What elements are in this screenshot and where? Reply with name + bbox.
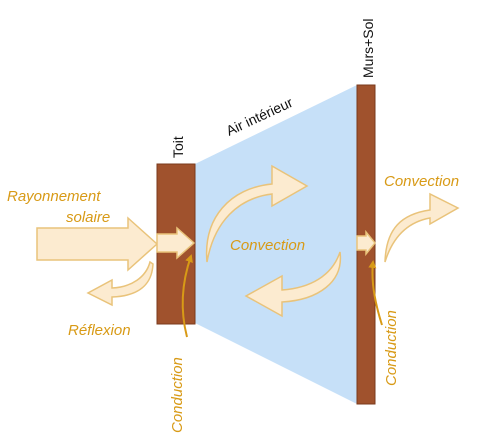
walls-floor-label: Murs+Sol bbox=[360, 18, 376, 78]
roof-absorption-arrow bbox=[156, 226, 196, 260]
conduction-walls-label: Conduction bbox=[383, 310, 400, 386]
reflection-arrow bbox=[86, 260, 154, 307]
roof-label: Toit bbox=[170, 136, 186, 158]
convection-arrow-outside bbox=[384, 192, 460, 263]
convection-arrow-upper bbox=[205, 164, 309, 263]
solar-radiation-arrow bbox=[36, 216, 159, 272]
convection-inside-label: Convection bbox=[230, 237, 305, 254]
solar-radiation-label-line1: Rayonnement bbox=[7, 188, 101, 205]
wall-absorption-arrow bbox=[356, 229, 376, 257]
solar-radiation-label-line2: solaire bbox=[66, 209, 110, 226]
convection-outside-label: Convection bbox=[384, 173, 459, 190]
conduction-arrow-walls bbox=[368, 260, 383, 326]
convection-arrow-lower bbox=[244, 251, 342, 318]
indoor-air-zone bbox=[195, 85, 357, 404]
conduction-arrow-roof bbox=[181, 254, 193, 338]
reflection-label: Réflexion bbox=[68, 322, 131, 339]
conduction-roof-label: Conduction bbox=[169, 357, 186, 433]
